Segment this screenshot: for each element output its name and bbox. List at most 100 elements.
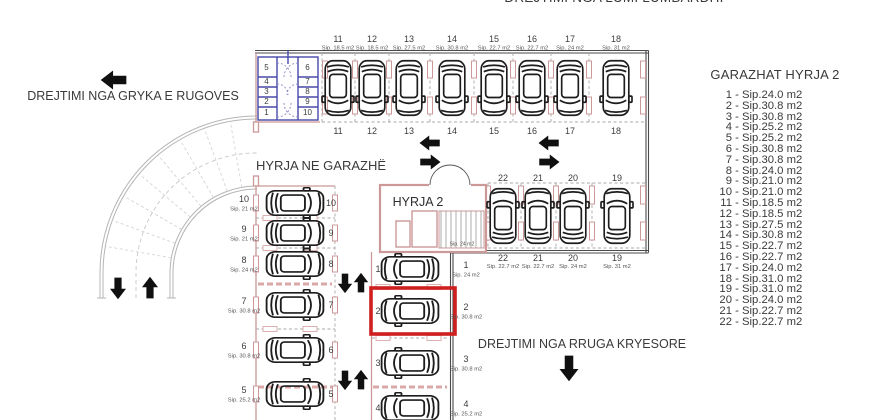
- column: [332, 296, 338, 314]
- car-topview-icon: [265, 377, 325, 411]
- legend-item: 13-Sip.27.5 m2: [712, 218, 860, 231]
- column: [332, 255, 338, 273]
- door-opening: [429, 182, 471, 188]
- stall-area: Sip. 21 m2: [230, 207, 258, 213]
- column: [586, 60, 592, 79]
- stall-number: 15: [489, 34, 499, 44]
- stall-number: 19: [612, 253, 622, 263]
- legend-item-lnum: 2: [725, 99, 732, 112]
- stall-number: 2: [463, 302, 468, 312]
- legend-item: 12-Sip.18.5 m2: [712, 207, 860, 220]
- column: [548, 60, 554, 79]
- stall-number: 13: [404, 126, 414, 136]
- stall-number: 18: [611, 126, 621, 136]
- stall-area: Sip. 24 m2: [559, 264, 587, 270]
- aisle-arrow-up-icon: [353, 369, 369, 390]
- column: [553, 185, 559, 205]
- stall-number: 1: [463, 260, 468, 270]
- stall-area: Sip. 22.7 m2: [478, 46, 511, 52]
- stall-number: 3: [463, 354, 468, 364]
- legend-item-lsep: -: [735, 240, 739, 253]
- stall-number: 1: [375, 264, 380, 274]
- column: [640, 60, 646, 79]
- stall-area: Sip. 27.5 m2: [393, 46, 426, 52]
- column: [640, 96, 646, 115]
- stall-number: 22: [498, 253, 508, 263]
- legend-item-lsep: -: [735, 153, 739, 166]
- stall-number: 8: [241, 255, 246, 265]
- stall-area: Sip. 31 m2: [603, 264, 631, 270]
- legend-item: 3-Sip.30.8 m2: [712, 110, 860, 123]
- stall-area: Sip. 30.8 m2: [228, 309, 261, 315]
- column: [332, 224, 338, 242]
- column: [386, 96, 392, 115]
- car-topview-icon: [392, 59, 426, 117]
- legend-item-lnum: 19: [719, 283, 732, 296]
- stall-number: 11: [333, 34, 342, 44]
- ramp-hatch-line: [179, 139, 214, 198]
- legend-item-larea: Sip.22.7 m2: [742, 304, 803, 317]
- legend-item: 6-Sip.30.8 m2: [712, 142, 860, 155]
- stall-number: 14: [447, 34, 457, 44]
- legend-item: 9-Sip.21.0 m2: [712, 176, 860, 187]
- stall-number: 8: [328, 259, 333, 269]
- legend-item: 21-Sip.22.7 m2: [712, 304, 860, 317]
- legend-item-lnum: 6: [725, 142, 732, 155]
- column: [586, 96, 592, 115]
- legend-item-lsep: -: [735, 261, 739, 274]
- legend-item-larea: Sip.21.0 m2: [742, 175, 803, 188]
- stall-number: 5: [328, 389, 333, 399]
- column: [386, 60, 392, 79]
- legend-item-larea: Sip.27.5 m2: [742, 218, 803, 231]
- column: [253, 224, 259, 242]
- stall-number: 18: [611, 34, 621, 44]
- legend-item-larea: Sip.18.5 m2: [742, 196, 803, 209]
- column: [548, 96, 554, 115]
- ramp-hatch-line: [123, 195, 182, 230]
- legend-item-lnum: 5: [725, 132, 732, 145]
- legend-item: 17-Sip.24.0 m2: [712, 261, 860, 274]
- stall-area: Sip. 24 m2: [230, 268, 258, 274]
- column: [375, 335, 391, 341]
- legend-item-lsep: -: [735, 110, 739, 123]
- aisle-arrow-down-icon: [337, 370, 353, 391]
- legend-item-lnum: 3: [725, 110, 732, 123]
- column: [253, 296, 259, 314]
- legend-item-lnum: 7: [725, 153, 732, 166]
- car-topview-icon: [380, 391, 440, 420]
- highlighted-stall-2-box[interactable]: [369, 286, 457, 336]
- stall-number: 14: [447, 126, 457, 136]
- column: [253, 255, 259, 273]
- legend-item-lnum: 22: [719, 315, 732, 328]
- storage-unit-number: 7: [305, 77, 310, 86]
- legend-item-larea: Sip.24.0 m2: [742, 89, 803, 101]
- column: [510, 60, 516, 79]
- stall-number: 6: [328, 345, 333, 355]
- legend-item-larea: Sip.24.0 m2: [742, 261, 803, 274]
- legend-item: 1-Sip.24.0 m2: [712, 89, 860, 101]
- column: [332, 385, 338, 403]
- column: [262, 326, 278, 332]
- aisle-arrow-up-icon: [353, 272, 369, 293]
- legend-item-lsep: -: [735, 175, 739, 188]
- stall-number: 4: [463, 399, 468, 409]
- legend-item-larea: Sip.25.2 m2: [742, 121, 803, 134]
- legend-item-lsep: -: [735, 250, 739, 263]
- storage-unit-number: 1: [264, 108, 269, 117]
- column: [518, 221, 524, 241]
- stall-area: Sip. 31 m2: [602, 46, 630, 52]
- column: [253, 341, 259, 359]
- legend-item-larea: Sip.22.7 m2: [742, 240, 803, 253]
- stall-area: Sip. 22.7 m2: [522, 264, 555, 270]
- legend-item-lnum: 11: [720, 196, 732, 209]
- stall-number: 12: [367, 34, 377, 44]
- legend-item-lsep: -: [735, 142, 739, 155]
- garage-entrance-label: HYRJA NE GARAZHË: [256, 158, 387, 173]
- storage-unit-number: 10: [303, 108, 312, 117]
- stall-area: Sip. 22.7 m2: [487, 264, 520, 270]
- storage-unit-number: 6: [305, 63, 310, 72]
- legend-item-larea: Sip.18.5 m2: [742, 207, 803, 220]
